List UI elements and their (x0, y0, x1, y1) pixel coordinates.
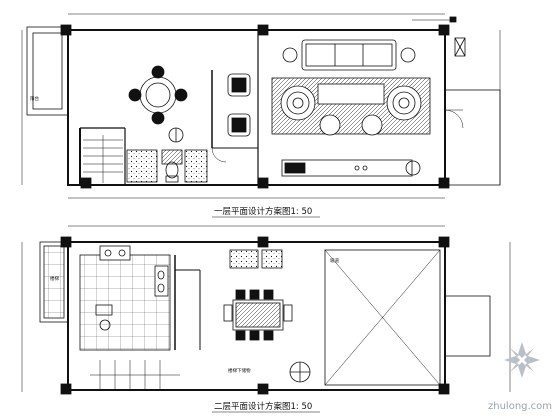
first-floor-plan (21, 13, 501, 199)
second-floor-plan (21, 225, 511, 395)
balcony-note-label: 阳台 (30, 95, 39, 102)
second-floor-stair (90, 360, 180, 390)
second-floor-plan-title: 二层平面设计方案图1: 50 (214, 401, 312, 412)
first-floor-plan-title: 一层平面设计方案图1: 50 (214, 206, 312, 217)
first-floor-stair (83, 135, 123, 183)
stair-label: 楼梯 (50, 275, 59, 282)
watermark-text: zhulong.com (488, 401, 552, 412)
storage-note-label: 楼梯下储物 (228, 367, 251, 374)
watermark-logo (504, 342, 540, 378)
side-note-label: 坡道 (330, 257, 339, 264)
